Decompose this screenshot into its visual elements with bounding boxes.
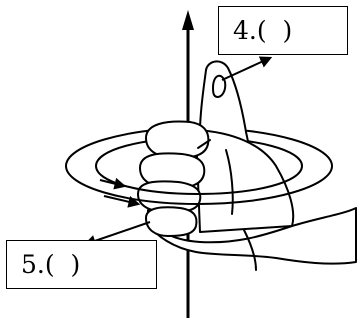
- label-5-text: 5.( ): [21, 250, 81, 279]
- hand-drawing: [137, 60, 357, 271]
- field-direction-arrows: [99, 177, 141, 208]
- field-rings-front: [65, 165, 333, 206]
- label-box-5: 5.( ): [6, 240, 157, 289]
- pointer-4: [221, 56, 273, 81]
- label-4-text: 4.( ): [233, 16, 293, 45]
- label-box-4: 4.( ): [218, 6, 348, 55]
